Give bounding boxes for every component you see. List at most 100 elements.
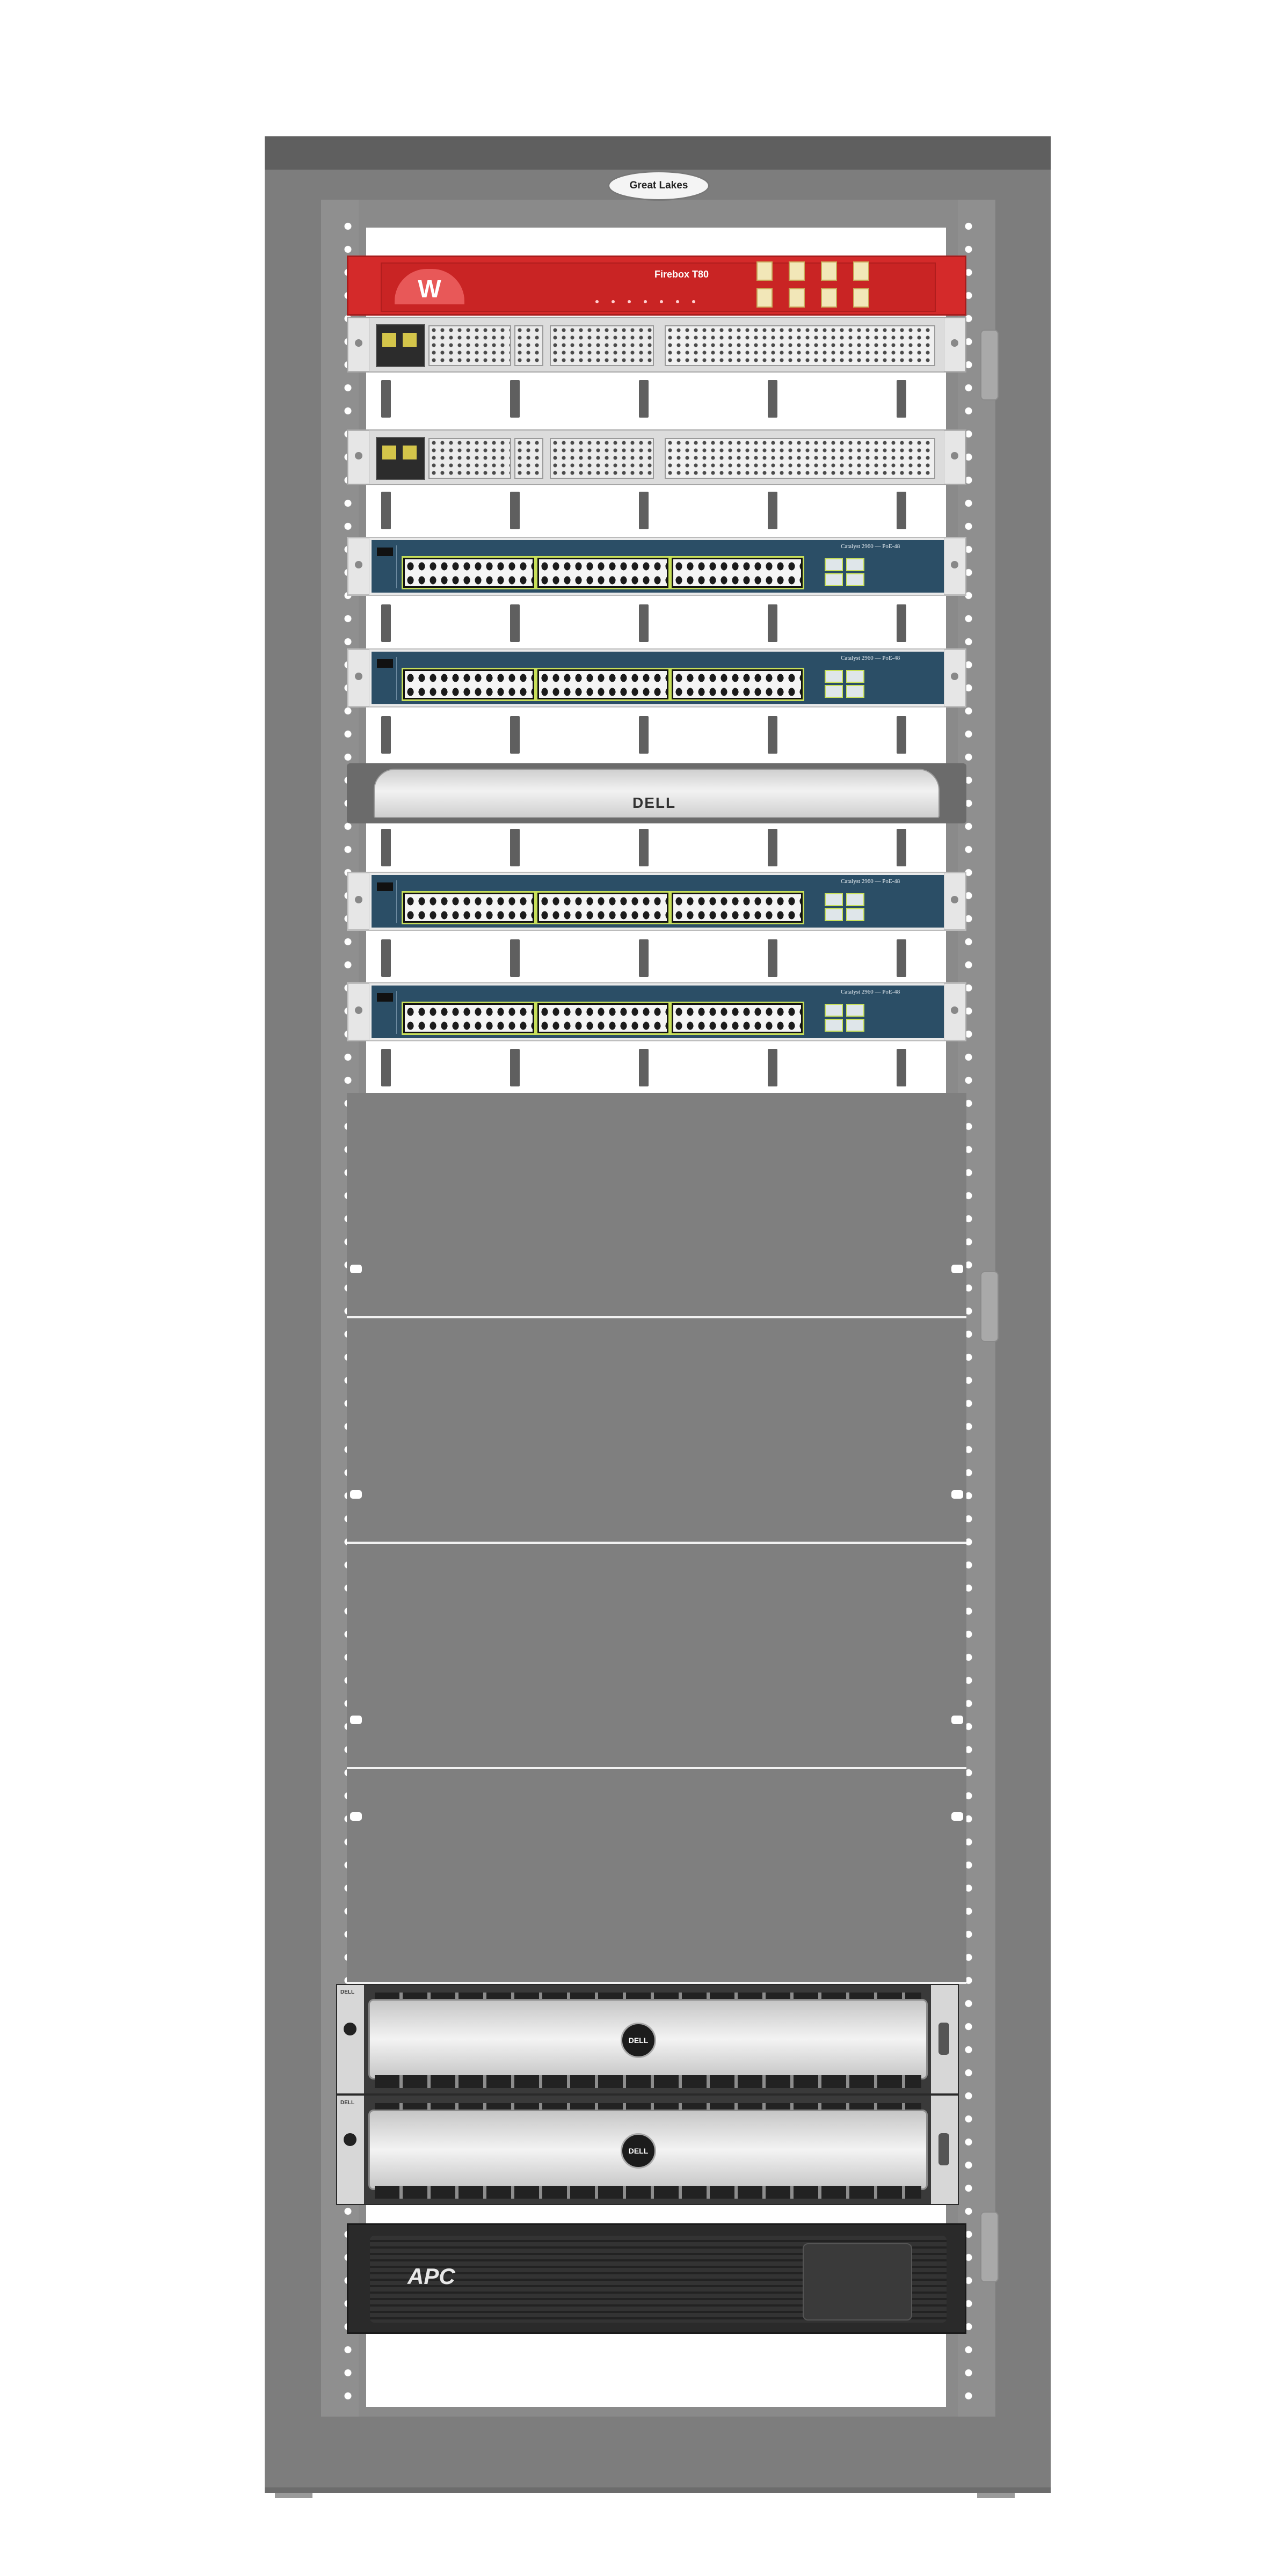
rack-ear <box>348 650 369 706</box>
switch-port-group[interactable] <box>670 668 804 701</box>
switch-sfp-port[interactable] <box>846 558 864 571</box>
cabinet-logo-text: Great Lakes <box>629 180 688 191</box>
rack-ear <box>348 983 369 1040</box>
ups-control-panel[interactable] <box>803 2243 912 2320</box>
cable-manager <box>370 935 945 980</box>
firewall-port[interactable] <box>853 288 869 308</box>
rack-ear <box>944 983 965 1040</box>
server-ear-label: DELL <box>340 1989 355 1995</box>
switch-console-panel <box>375 991 397 1034</box>
switch-port-group[interactable] <box>402 556 536 589</box>
door-handle-top[interactable] <box>980 330 999 400</box>
router-port-block[interactable] <box>376 437 425 480</box>
switch-model-label: Catalyst 2960 — PoE-48 <box>841 543 900 550</box>
blanking-panel-4 <box>347 1769 966 1984</box>
rack-ear <box>348 873 369 930</box>
switch-faceplate: Catalyst 2960 — PoE-48 <box>372 875 944 928</box>
rack-ear <box>944 318 965 371</box>
dell-storage-brand: DELL <box>632 794 676 811</box>
switch-port-group[interactable] <box>402 668 536 701</box>
firewall-port[interactable] <box>789 288 805 308</box>
blanking-panel-hole <box>350 1716 362 1724</box>
router-2[interactable] <box>347 429 966 485</box>
switch-sfp-port[interactable] <box>825 670 843 683</box>
switch-sfp-port[interactable] <box>846 670 864 683</box>
cabinet-logo-plate: Great Lakes <box>608 171 710 201</box>
cable-manager <box>370 600 945 645</box>
router-vent-panel <box>665 325 935 366</box>
cable-manager <box>370 1045 945 1090</box>
rack-ear <box>944 650 965 706</box>
switch-port-group[interactable] <box>536 1002 670 1035</box>
router-port-block[interactable] <box>376 324 425 367</box>
firewall-port[interactable] <box>853 261 869 281</box>
router-1[interactable] <box>347 317 966 373</box>
rack-ear <box>348 318 369 371</box>
server-bottom-grille <box>375 2186 921 2199</box>
switch-port-group[interactable] <box>536 668 670 701</box>
switch-sfp-port[interactable] <box>846 893 864 906</box>
switch-faceplate: Catalyst 2960 — PoE-48 <box>372 986 944 1038</box>
server-left-ear: DELL <box>337 2096 364 2204</box>
switch-sfp-port[interactable] <box>846 1004 864 1017</box>
dell-storage-bezel <box>374 769 940 818</box>
blanking-panel-hole <box>951 1716 963 1724</box>
cable-manager <box>370 824 945 870</box>
dell-server-1[interactable]: DELL DELL <box>336 1984 959 2095</box>
firewall-model-label: Firebox T80 <box>654 269 709 280</box>
rack-ear <box>944 538 965 595</box>
firewall-port[interactable] <box>789 261 805 281</box>
switch-port-group[interactable] <box>670 891 804 924</box>
power-button-icon[interactable] <box>344 2133 356 2146</box>
switch-sfp-port[interactable] <box>825 1019 843 1032</box>
switch-sfp-port[interactable] <box>846 685 864 698</box>
firewall-port[interactable] <box>821 288 837 308</box>
dell-storage-appliance[interactable]: DELL <box>347 763 966 823</box>
switch-console-panel <box>375 880 397 923</box>
switch-port-group[interactable] <box>536 891 670 924</box>
router-module-slot <box>550 438 654 479</box>
switch-port-group[interactable] <box>670 556 804 589</box>
dell-server-2[interactable]: DELL DELL <box>336 2095 959 2205</box>
switch-sfp-port[interactable] <box>825 573 843 586</box>
switch-4[interactable]: Catalyst 2960 — PoE-48 <box>347 982 966 1041</box>
switch-faceplate: Catalyst 2960 — PoE-48 <box>372 540 944 593</box>
switch-sfp-port[interactable] <box>825 893 843 906</box>
power-button-icon[interactable] <box>344 2023 356 2035</box>
switch-model-label: Catalyst 2960 — PoE-48 <box>841 655 900 661</box>
firewall-port[interactable] <box>821 261 837 281</box>
switch-port-group[interactable] <box>402 891 536 924</box>
door-handle-bottom[interactable] <box>980 2212 999 2282</box>
switch-sfp-port[interactable] <box>825 558 843 571</box>
blanking-panel-2 <box>347 1318 966 1544</box>
switch-sfp-port[interactable] <box>825 685 843 698</box>
switch-sfp-port[interactable] <box>846 1019 864 1032</box>
ups-unit[interactable]: APC <box>347 2223 966 2334</box>
switch-console-panel <box>375 545 397 588</box>
switch-port-group[interactable] <box>536 556 670 589</box>
firewall-led <box>612 300 615 303</box>
switch-1[interactable]: Catalyst 2960 — PoE-48 <box>347 537 966 596</box>
switch-2[interactable]: Catalyst 2960 — PoE-48 <box>347 648 966 707</box>
firewall-port[interactable] <box>756 288 773 308</box>
router-module-slot <box>514 325 543 366</box>
switch-sfp-port[interactable] <box>825 1004 843 1017</box>
firewall-faceplate <box>381 262 936 312</box>
router-module-slot <box>428 325 511 366</box>
rack-ear <box>944 873 965 930</box>
cable-manager <box>370 487 945 532</box>
switch-model-label: Catalyst 2960 — PoE-48 <box>841 878 900 885</box>
switch-3[interactable]: Catalyst 2960 — PoE-48 <box>347 872 966 931</box>
firewall-port[interactable] <box>756 261 773 281</box>
switch-sfp-port[interactable] <box>825 908 843 921</box>
firewall-appliance[interactable]: W Firebox T80 <box>347 256 966 316</box>
switch-port-group[interactable] <box>402 1002 536 1035</box>
door-handle-middle[interactable] <box>980 1271 999 1342</box>
switch-sfp-port[interactable] <box>846 573 864 586</box>
server-left-ear: DELL <box>337 1985 364 2093</box>
switch-sfp-port[interactable] <box>846 908 864 921</box>
cabinet-foot-left <box>275 2493 312 2498</box>
cable-manager <box>370 712 945 757</box>
switch-port-group[interactable] <box>670 1002 804 1035</box>
switch-faceplate: Catalyst 2960 — PoE-48 <box>372 652 944 704</box>
